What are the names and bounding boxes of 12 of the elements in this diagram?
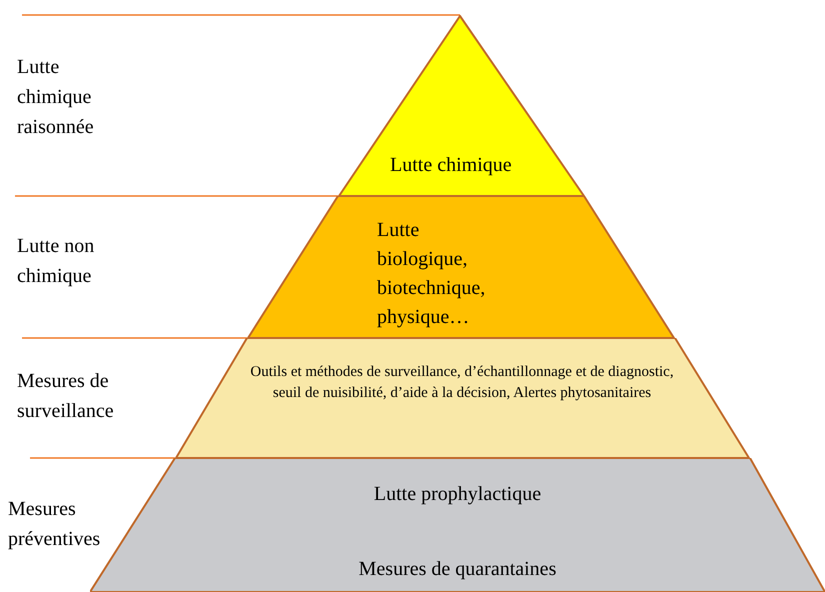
- side-label: Mesures de surveillance: [17, 369, 115, 424]
- layer-label: Mesures de quarantaines: [358, 557, 558, 582]
- side-label: Mesures préventives: [8, 497, 102, 552]
- pyramid-layer: [247, 196, 675, 338]
- side-label: Lutte chimique raisonnée: [17, 55, 95, 140]
- layer-label: Outils et méthodes de surveillance, d’échantillonnage et de diagnostic, seuil de nuisibilité, d’aide à la décision, Alertes phytosanitaires: [249, 363, 675, 403]
- side-label: Lutte non chimique: [17, 234, 96, 289]
- pyramid-layer: [175, 338, 750, 458]
- layer-label: Lutte prophylactique: [372, 482, 542, 507]
- pyramid-layer: [338, 15, 585, 196]
- layer-label: Lutte chimique: [390, 153, 513, 178]
- layer-label: Lutte biologique, biotechnique, physique…: [377, 218, 486, 330]
